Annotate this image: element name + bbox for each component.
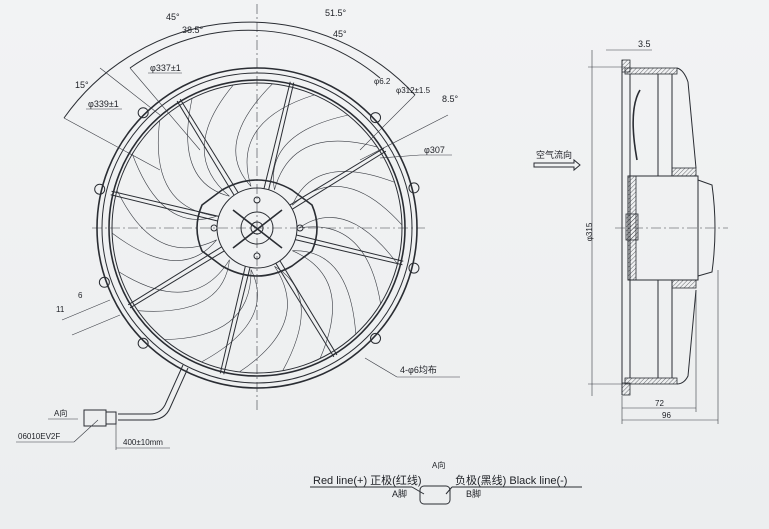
dim-3-5: 3.5: [638, 39, 651, 49]
fan-blade: [235, 83, 315, 187]
side-view: φ315 3.5 72 96 空气流向: [533, 39, 728, 424]
wiring-view-label: A向: [432, 460, 445, 470]
mounting-tab: [94, 183, 106, 195]
inner-shroud-ring: [108, 79, 406, 377]
spokes: [110, 81, 404, 375]
airflow-arrow-icon: [533, 158, 581, 172]
fan-blade: [298, 217, 398, 304]
inner-angle-arc: [129, 29, 381, 79]
mounting-tab: [370, 112, 382, 124]
fan-blade: [118, 259, 230, 312]
dim-6: 6: [78, 291, 83, 300]
fan-blade: [132, 120, 217, 220]
blade-tip-ring: [111, 82, 403, 374]
spoke: [295, 239, 403, 266]
connector-plug: [83, 409, 107, 427]
fan-blade: [273, 114, 378, 190]
spoke: [263, 81, 291, 189]
mounting-tab: [137, 107, 149, 119]
fan-blade: [292, 171, 403, 226]
angle-8-5: 8.5°: [442, 94, 459, 104]
fan-blade: [164, 269, 258, 363]
spoke: [268, 82, 295, 190]
spoke: [223, 267, 251, 375]
hub-center: [240, 211, 274, 245]
outer-angle-arc: [63, 21, 416, 119]
fan-blades: [111, 83, 403, 373]
spoke: [296, 234, 404, 262]
pin-b-label: B脚: [466, 489, 481, 499]
black-line-label: 负极(黑线) Black line(-): [455, 473, 567, 487]
spoke: [279, 260, 338, 356]
hub-cross-2: [232, 209, 283, 249]
shroud-top: [624, 67, 678, 75]
spoke: [292, 150, 387, 210]
red-line-label: Red line(+) 正极(红线): [313, 473, 422, 487]
mounting-tab: [408, 182, 420, 194]
dim-96: 96: [662, 411, 671, 420]
mounting-tab: [408, 262, 420, 274]
connector-face: [419, 485, 451, 505]
motor-hub-plate: [196, 179, 318, 277]
spoke: [129, 250, 225, 309]
spoke: [110, 194, 218, 222]
outer-shroud-ring: [96, 67, 418, 389]
front-view: 45° 38.5° 51.5° 45° 15° 8.5° φ339±1 φ337…: [16, 4, 460, 450]
mounting-tab: [137, 337, 149, 349]
pin-a-label: A脚: [392, 489, 407, 499]
mounting-tab: [370, 332, 382, 344]
dim-11: 11: [56, 305, 65, 314]
angle-45-right: 45°: [333, 29, 347, 39]
shroud-ring-2: [101, 72, 413, 384]
dim-diameter-6-2: φ6.2: [374, 77, 391, 86]
fan-blade: [292, 250, 357, 359]
spoke: [275, 263, 335, 358]
dim-72: 72: [655, 399, 664, 408]
dim-mounting-holes: 4-φ6均布: [400, 364, 437, 375]
mounting-tab: [98, 276, 110, 288]
spoke: [289, 147, 385, 206]
connector-part-number: 06010EV2F: [18, 432, 60, 441]
dim-diameter-337: φ337±1: [150, 63, 181, 73]
shaft: [250, 221, 264, 235]
spoke: [179, 98, 239, 193]
angle-45-left: 45°: [166, 12, 180, 22]
dim-diameter-307: φ307: [424, 145, 445, 155]
dim-diameter-312: φ312±1.5: [396, 86, 431, 95]
airflow-direction-label: 空气流向: [536, 149, 572, 160]
cable-length-dim: 400±10mm: [123, 438, 163, 447]
cable: [118, 364, 184, 415]
hub-nut: [625, 213, 639, 241]
blade-section: [632, 89, 641, 161]
mounting-tabs: [94, 107, 420, 349]
fan-profile: [676, 67, 697, 385]
hub-bolt-holes: [210, 196, 304, 260]
connector-view-label: A向: [54, 408, 67, 418]
wiring-diagram: Red line(+) 正极(红线) 负极(黑线) Black line(-) …: [310, 460, 582, 505]
fan-blade: [187, 84, 234, 197]
angle-51-5: 51.5°: [325, 8, 347, 18]
dim-diameter-339: φ339±1: [88, 99, 119, 109]
angle-15: 15°: [75, 80, 89, 90]
fan-blade: [239, 265, 302, 373]
spoke: [127, 246, 222, 306]
shroud-bottom: [624, 377, 678, 385]
fan-blade: [111, 189, 217, 261]
spoke: [176, 100, 235, 196]
dim-diameter-315: φ315: [585, 222, 594, 241]
angle-38-5: 38.5°: [182, 25, 204, 35]
spoke: [219, 266, 246, 374]
spoke: [111, 190, 219, 217]
